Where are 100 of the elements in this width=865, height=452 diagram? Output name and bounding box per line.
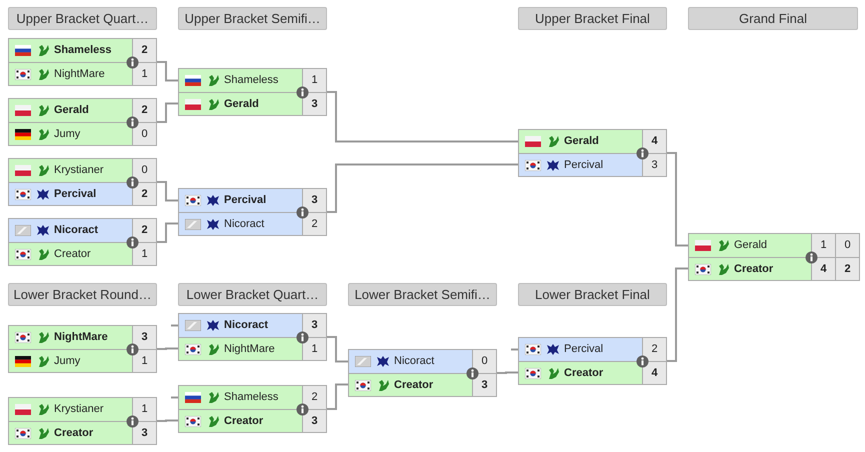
player-row — [9, 39, 156, 62]
score: 0 — [132, 159, 156, 182]
player-name: Creator — [734, 262, 774, 277]
match-card — [8, 397, 157, 445]
player-name: Jumy — [54, 354, 80, 369]
player-row — [9, 326, 156, 349]
score: 2 — [835, 258, 859, 280]
connector-line — [157, 222, 178, 243]
score: 3 — [302, 410, 326, 432]
player-name: Shameless — [224, 73, 278, 88]
player-row — [9, 421, 156, 444]
round-header: Lower Bracket Round… — [8, 283, 157, 306]
player-row — [519, 361, 666, 384]
score: 3 — [132, 326, 156, 349]
score: 3 — [302, 189, 326, 212]
connector-line — [157, 348, 178, 350]
round-header: Lower Bracket Quart… — [178, 283, 327, 306]
player-name: Nicoract — [224, 217, 264, 232]
player-row — [9, 182, 156, 205]
connector-line — [327, 384, 348, 410]
score: 0 — [835, 234, 859, 257]
player-name: Creator — [564, 366, 604, 381]
player-name: Percival — [54, 187, 96, 202]
player-name: Jumy — [54, 127, 80, 142]
player-name: Nicoract — [54, 223, 98, 238]
player-name: NightMare — [54, 67, 105, 82]
score: 1 — [132, 63, 156, 85]
player-row — [519, 130, 666, 153]
player-row — [179, 386, 326, 409]
player-name: NightMare — [224, 342, 275, 357]
score: 3 — [472, 374, 496, 396]
match-card — [688, 233, 860, 281]
match-card — [518, 337, 667, 385]
player-row — [179, 189, 326, 212]
player-row — [179, 314, 326, 337]
score: 4 — [642, 130, 666, 153]
connector-line — [157, 181, 178, 202]
player-row — [519, 153, 666, 176]
connector-line — [511, 348, 518, 350]
connector-line — [667, 152, 688, 246]
player-row — [9, 99, 156, 122]
round-header: Upper Bracket Quart… — [8, 7, 157, 30]
player-name: Shameless — [224, 390, 278, 405]
player-row — [179, 409, 326, 432]
score: 1 — [132, 398, 156, 421]
player-name: Gerald — [224, 97, 259, 112]
player-name: Creator — [394, 378, 434, 393]
score: 3 — [132, 422, 156, 444]
score: 4 — [811, 258, 835, 280]
player-name: Shameless — [54, 43, 112, 58]
player-name: Percival — [564, 342, 604, 357]
player-row — [179, 92, 326, 115]
player-row — [179, 212, 326, 235]
player-name: Creator — [54, 426, 94, 441]
player-name: Nicoract — [394, 354, 434, 369]
score: 1 — [132, 350, 156, 372]
player-name: Gerald — [564, 134, 599, 149]
player-row — [9, 122, 156, 145]
match-card — [518, 129, 667, 177]
match-card — [178, 188, 327, 236]
player-row — [689, 257, 859, 280]
player-row — [179, 337, 326, 360]
player-name: Percival — [564, 158, 604, 173]
player-row — [349, 350, 496, 373]
connector-line — [327, 91, 518, 142]
score: 0 — [472, 350, 496, 373]
player-name: Gerald — [734, 238, 768, 253]
match-card — [8, 325, 157, 373]
match-card — [8, 218, 157, 266]
match-card — [178, 68, 327, 116]
match-card — [8, 98, 157, 146]
player-name: Creator — [54, 247, 91, 262]
match-card — [348, 349, 497, 397]
player-row — [9, 62, 156, 85]
player-name: Krystianer — [54, 402, 104, 417]
score: 3 — [642, 154, 666, 176]
player-row — [519, 338, 666, 361]
player-name: Gerald — [54, 103, 89, 118]
player-row — [9, 159, 156, 182]
player-row — [9, 242, 156, 265]
connector-line — [157, 102, 178, 123]
player-row — [349, 373, 496, 396]
score: 2 — [642, 338, 666, 361]
player-name: Krystianer — [54, 163, 104, 178]
score: 1 — [132, 243, 156, 265]
score: 4 — [642, 362, 666, 384]
score: 2 — [302, 386, 326, 409]
connector-line — [327, 336, 348, 362]
round-header: Lower Bracket Final — [518, 283, 667, 306]
score: 1 — [811, 234, 835, 257]
score: 2 — [132, 39, 156, 62]
round-header: Upper Bracket Semifi… — [178, 7, 327, 30]
score: 2 — [132, 183, 156, 205]
player-name: Percival — [224, 193, 266, 208]
match-card — [178, 385, 327, 433]
round-header: Lower Bracket Semifi… — [348, 283, 497, 306]
score: 2 — [132, 99, 156, 122]
score: 1 — [302, 69, 326, 92]
player-row — [9, 349, 156, 372]
round-header: Grand Final — [688, 7, 858, 30]
